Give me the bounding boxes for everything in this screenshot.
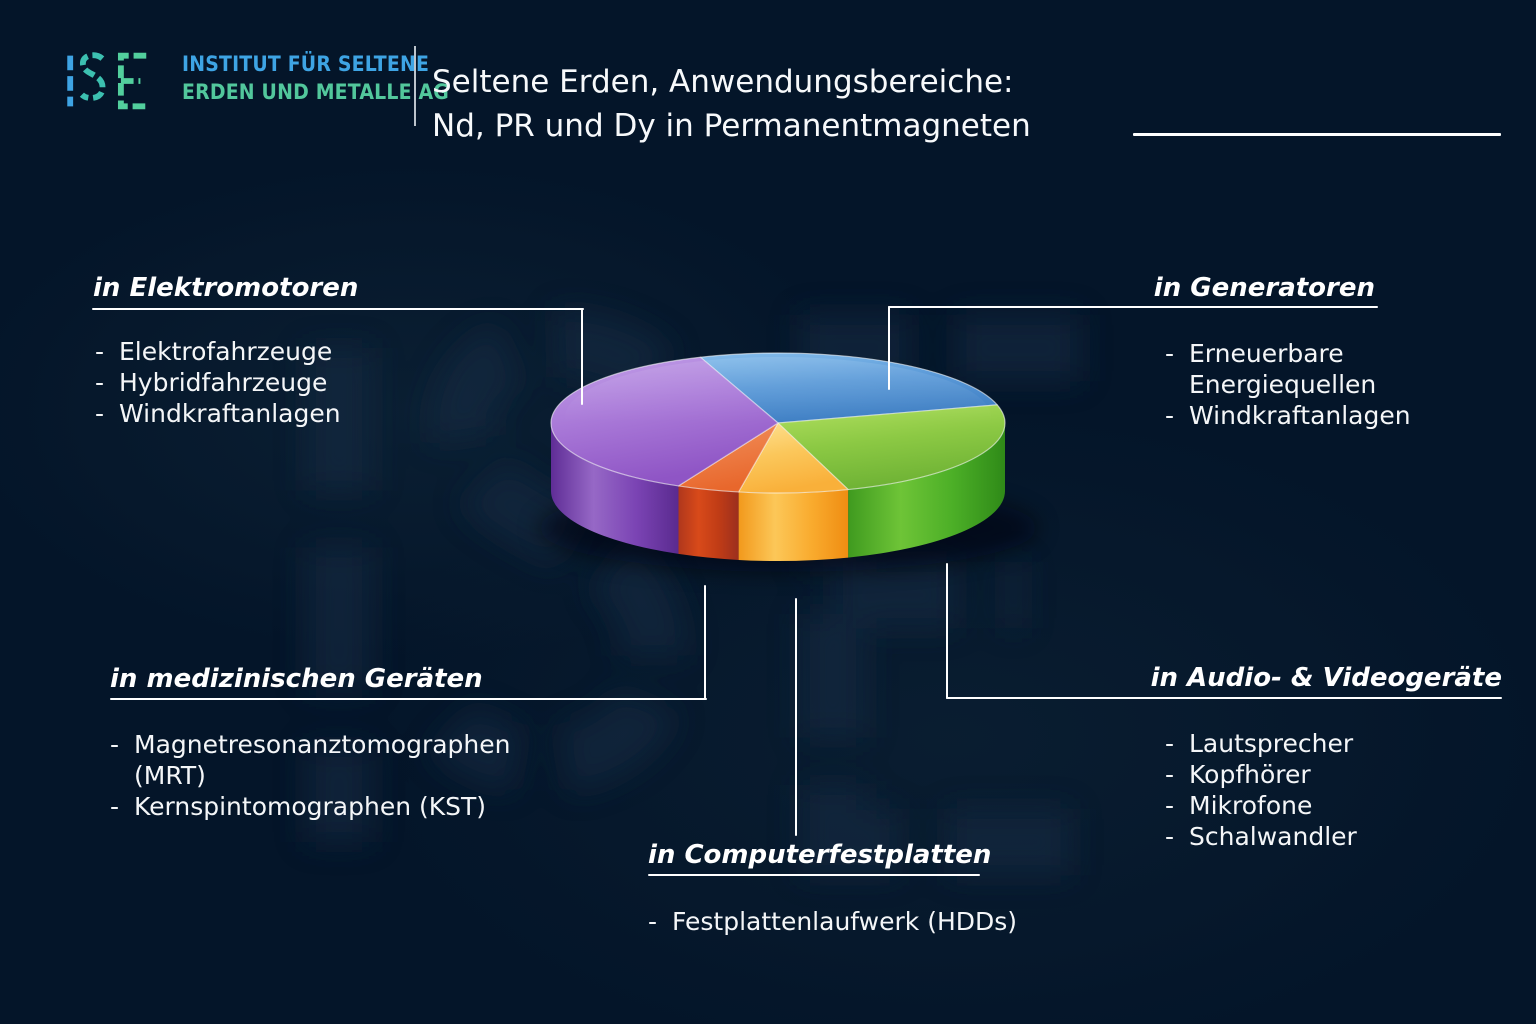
- list-item: -Erneuerbare Energiequellen: [1165, 339, 1377, 399]
- callout-line-audio-video: [946, 563, 948, 699]
- pie-slice-audio-video-side: [848, 423, 1005, 558]
- list-item: -Lautsprecher: [1165, 729, 1354, 758]
- list-item: -Mikrofone: [1165, 791, 1313, 820]
- callout-line-elektromotoren: [581, 308, 583, 405]
- callout-list-computerfestplatten: -Festplattenlaufwerk (HDDs): [648, 906, 1088, 937]
- page-title-line2: Nd, PR und Dy in Permanentmagneten: [432, 108, 1031, 144]
- callout-list-generatoren: -Erneuerbare Energiequellen-Windkraftanl…: [1165, 338, 1411, 431]
- callout-heading-medizinische-geraete: in medizinischen Geräten: [110, 664, 483, 694]
- title-underline: [1133, 133, 1501, 136]
- company-name: INSTITUT FÜR SELTENE ERDEN UND METALLE A…: [182, 50, 449, 106]
- callout-line-audio-video: [946, 697, 1502, 699]
- company-name-line1: INSTITUT FÜR SELTENE: [182, 52, 430, 76]
- pie-chart: [538, 352, 1038, 572]
- list-item: -Elektrofahrzeuge: [95, 337, 333, 366]
- pie-slice-medizinische-geraete-side: [678, 485, 739, 560]
- callout-line-computerfestplatten: [795, 598, 797, 836]
- callout-line-medizinische-geraete: [110, 698, 707, 700]
- pie-slice-elektromotoren-side: [550, 423, 679, 554]
- list-item: -Kernspintomographen (KST): [110, 792, 487, 821]
- list-item: -Hybridfahrzeuge: [95, 368, 328, 397]
- header-divider: [414, 46, 416, 126]
- ise-logo-icon: [67, 52, 147, 110]
- list-item: -Festplattenlaufwerk (HDDs): [648, 907, 1018, 936]
- page-title-line1: Seltene Erden, Anwendungsbereiche:: [432, 64, 1014, 100]
- company-name-line2: ERDEN UND METALLE AG: [182, 80, 449, 104]
- logo-letter-s: [79, 52, 106, 101]
- list-item: -Schalwandler: [1165, 822, 1357, 851]
- page-title: Seltene Erden, Anwendungsbereiche: Nd, P…: [432, 60, 1031, 148]
- callout-list-elektromotoren: -Elektrofahrzeuge-Hybridfahrzeuge-Windkr…: [95, 336, 435, 429]
- callout-underline-computerfestplatten: [648, 874, 980, 876]
- callout-list-audio-video: -Lautsprecher-Kopfhörer-Mikrofone-Schalw…: [1165, 728, 1515, 852]
- list-item: -Windkraftanlagen: [95, 399, 341, 428]
- list-item: -Kopfhörer: [1165, 760, 1311, 789]
- callout-line-generatoren: [888, 306, 890, 390]
- list-item: -Magnetresonanztomographen (MRT): [110, 730, 511, 790]
- list-item: -Windkraftanlagen: [1165, 401, 1411, 430]
- callout-line-elektromotoren: [92, 308, 584, 310]
- callout-line-generatoren: [888, 306, 1378, 308]
- callout-heading-generatoren: in Generatoren: [1153, 273, 1375, 303]
- callout-heading-computerfestplatten: in Computerfestplatten: [648, 840, 992, 870]
- logo-letter-e: [117, 52, 147, 110]
- pie-slice-computerfestplatten-side: [738, 489, 849, 562]
- callout-list-medizinische-geraete: -Magnetresonanztomographen (MRT)-Kernspi…: [110, 729, 540, 822]
- pie-gloss-highlight: [565, 357, 991, 477]
- callout-heading-elektromotoren: in Elektromotoren: [93, 273, 359, 303]
- pie-rim: [550, 352, 1006, 494]
- callout-line-medizinische-geraete: [704, 585, 706, 700]
- callout-heading-audio-video: in Audio- & Videogeräte: [1150, 663, 1502, 693]
